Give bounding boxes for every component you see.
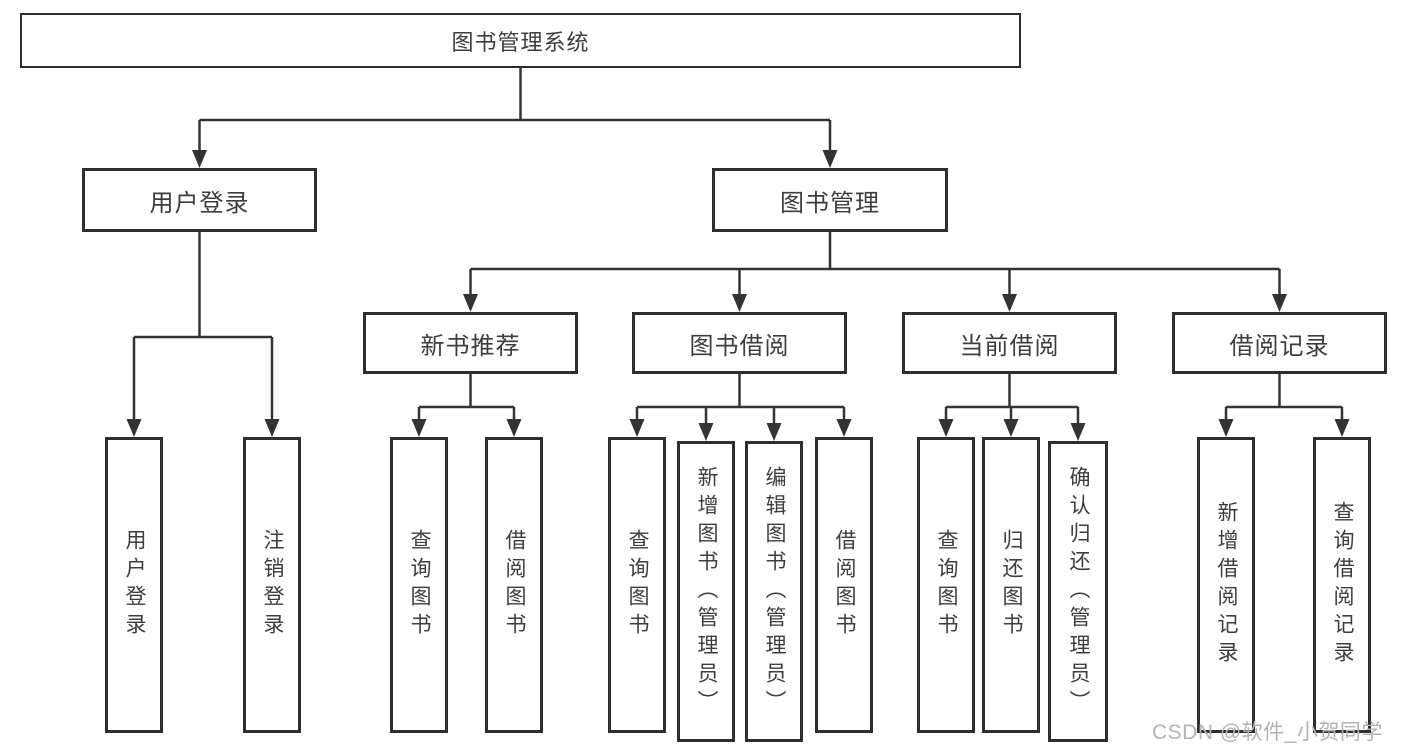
leaf-query-borrow-record: 查询借阅记录 — [1313, 437, 1371, 733]
leaf-borrow-books-newbook: 借阅图书 — [485, 437, 543, 733]
leaf-return-books-label: 归还图书 — [1000, 529, 1024, 641]
leaf-add-book-admin-label: 新增图书（管理员） — [695, 465, 719, 718]
leaf-query-books-current: 查询图书 — [917, 437, 975, 733]
leaf-add-book-admin: 新增图书（管理员） — [677, 441, 735, 742]
node-root: 图书管理系统 — [20, 13, 1021, 68]
leaf-borrow-books-newbook-label: 借阅图书 — [503, 529, 527, 641]
watermark-text: CSDN @软件_小贺同学 — [1152, 721, 1383, 744]
node-book-management: 图书管理 — [712, 168, 948, 232]
node-borrow-records-label: 借阅记录 — [1229, 332, 1330, 360]
leaf-query-books-borrow-label: 查询图书 — [626, 529, 650, 641]
node-new-book-recommend-label: 新书推荐 — [420, 332, 521, 360]
leaf-logout: 注销登录 — [243, 437, 301, 733]
leaf-user-login-label: 用户登录 — [123, 529, 147, 641]
node-user-login-label: 用户登录 — [149, 189, 250, 217]
leaf-logout-label: 注销登录 — [261, 529, 285, 641]
arrowhead-icons — [126, 150, 1350, 441]
node-book-borrow-label: 图书借阅 — [689, 332, 790, 360]
leaf-edit-book-admin: 编辑图书（管理员） — [745, 441, 803, 742]
leaf-query-borrow-record-label: 查询借阅记录 — [1331, 501, 1355, 669]
leaf-query-books-current-label: 查询图书 — [935, 529, 959, 641]
leaf-query-books-newbook-label: 查询图书 — [408, 529, 432, 641]
leaf-add-borrow-record-label: 新增借阅记录 — [1215, 501, 1239, 669]
node-current-borrow: 当前借阅 — [902, 312, 1117, 374]
leaf-borrow-books-borrow-label: 借阅图书 — [833, 529, 857, 641]
leaf-query-books-borrow: 查询图书 — [608, 437, 666, 733]
node-borrow-records: 借阅记录 — [1172, 312, 1387, 374]
leaf-edit-book-admin-label: 编辑图书（管理员） — [763, 465, 787, 718]
leaf-confirm-return-admin: 确认归还（管理员） — [1048, 441, 1108, 742]
node-root-label: 图书管理系统 — [451, 29, 590, 55]
node-user-login: 用户登录 — [82, 168, 317, 232]
node-book-management-label: 图书管理 — [780, 189, 880, 217]
leaf-confirm-return-admin-label: 确认归还（管理员） — [1067, 465, 1091, 718]
node-new-book-recommend: 新书推荐 — [363, 312, 578, 374]
node-book-borrow: 图书借阅 — [632, 312, 847, 374]
leaf-return-books: 归还图书 — [982, 437, 1040, 733]
leaf-user-login: 用户登录 — [105, 437, 163, 733]
leaf-query-books-newbook: 查询图书 — [390, 437, 448, 733]
leaf-borrow-books-borrow: 借阅图书 — [815, 437, 873, 733]
leaf-add-borrow-record: 新增借阅记录 — [1197, 437, 1255, 733]
node-current-borrow-label: 当前借阅 — [959, 332, 1060, 360]
